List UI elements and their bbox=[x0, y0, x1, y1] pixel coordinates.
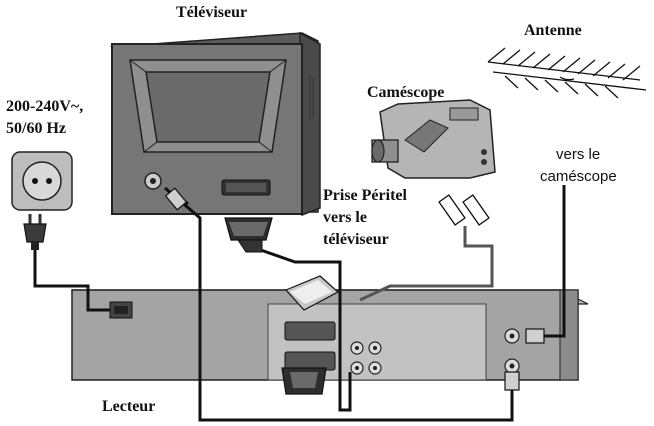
camcorder-icon bbox=[371, 99, 496, 179]
wall-socket-icon bbox=[11, 151, 73, 211]
power-plug-icon bbox=[23, 214, 47, 250]
camcorder-label: Caméscope bbox=[367, 84, 445, 101]
scart-label-line2: vers le bbox=[323, 209, 367, 226]
tv-label: Téléviseur bbox=[176, 4, 248, 21]
scart-plug-icon bbox=[284, 275, 340, 311]
power-label-line2: 50/60 Hz bbox=[6, 120, 66, 137]
antenna-icon bbox=[487, 47, 647, 99]
to-camcorder-label-line2: caméscope bbox=[540, 168, 617, 185]
video-player-icon bbox=[71, 289, 589, 381]
scart-label-line1: Prise Péritel bbox=[323, 187, 407, 204]
antenna-label: Antenne bbox=[524, 22, 582, 39]
rca-plug-icon bbox=[438, 194, 490, 226]
scart-plug-icon bbox=[281, 367, 327, 395]
rf-plug-icon bbox=[164, 187, 545, 391]
television-icon bbox=[110, 31, 321, 217]
power-label-line1: 200-240V~, bbox=[6, 98, 84, 115]
scart-plug-icon bbox=[224, 217, 273, 253]
camcorder-cable bbox=[359, 226, 494, 302]
tv-aerial-cable bbox=[164, 186, 514, 422]
scart-label-line3: téléviseur bbox=[323, 231, 389, 248]
power-cable bbox=[33, 250, 110, 312]
antenna-cable bbox=[540, 185, 566, 338]
to-camcorder-label-line1: vers le bbox=[556, 146, 601, 163]
player-label: Lecteur bbox=[102, 398, 156, 415]
scart-tv-cable bbox=[254, 246, 352, 412]
